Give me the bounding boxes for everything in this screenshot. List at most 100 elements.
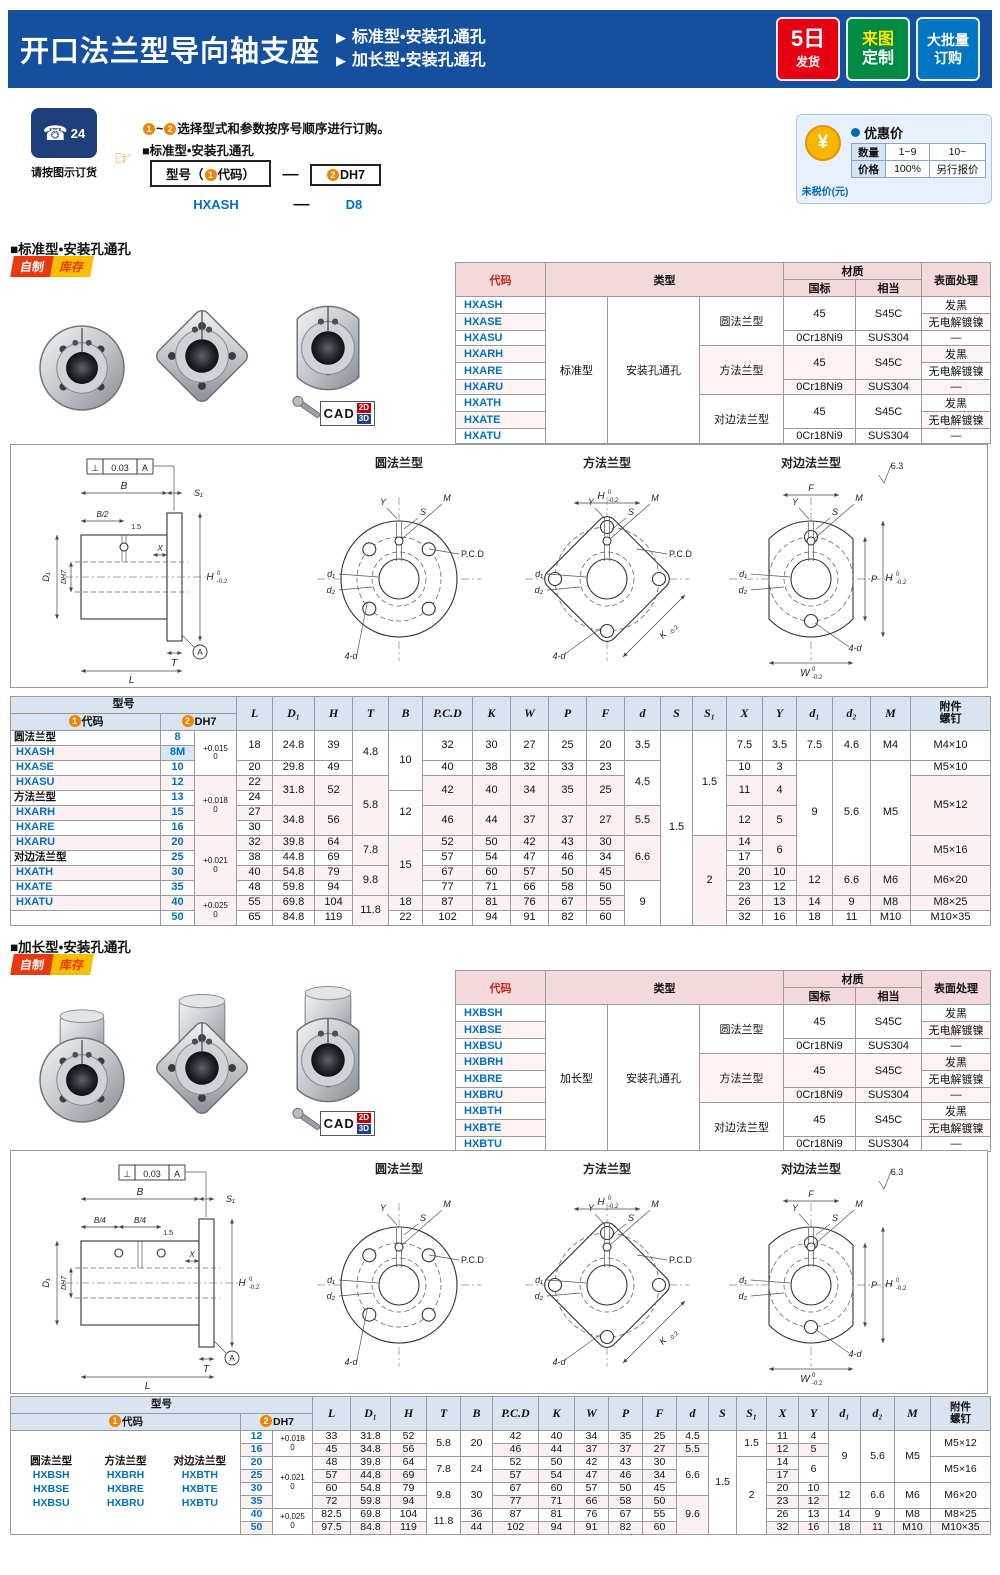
part-code[interactable]: HXBRE	[107, 1483, 144, 1495]
part-code[interactable]: HXARE	[10, 820, 161, 836]
part-code[interactable]: HXBSU	[455, 1038, 546, 1054]
column-header: 相当	[855, 279, 922, 297]
value-cell: 59.8	[272, 880, 316, 896]
column-header[interactable]: 代码	[455, 262, 546, 297]
svg-text:-0.2: -0.2	[669, 624, 681, 636]
column-header: 附件螺钉	[910, 696, 992, 731]
value-cell: 14	[766, 1456, 799, 1470]
value-cell: 69	[390, 1469, 427, 1483]
price-cell: 另行报价	[929, 160, 986, 178]
svg-text:S: S	[628, 1213, 634, 1223]
part-code[interactable]: HXBSH	[32, 1468, 70, 1481]
part-code[interactable]: HXATH	[455, 394, 546, 412]
svg-text:4-d: 4-d	[344, 1357, 358, 1367]
value-cell: 45	[783, 345, 856, 380]
value-cell: 27	[642, 1443, 677, 1457]
value-cell: 12	[798, 1495, 829, 1509]
cad-badge: CAD 2D 3D	[319, 1111, 375, 1136]
svg-text:A: A	[229, 1354, 235, 1363]
part-code[interactable]: HXBSU	[32, 1497, 70, 1510]
part-code[interactable]: HXATU	[10, 895, 161, 911]
value-cell: 37	[574, 1443, 609, 1457]
value-cell: 77	[422, 880, 474, 896]
value-cell: 67	[492, 1482, 539, 1496]
value-cell: 9	[828, 1430, 861, 1483]
column-header[interactable]: 代码	[455, 970, 546, 1005]
value-cell: 39	[314, 730, 354, 761]
value-cell: M5×12	[930, 1430, 991, 1457]
column-header: P.C.D	[492, 1396, 539, 1431]
value-cell: 17	[726, 850, 764, 866]
part-code[interactable]: HXARE	[455, 362, 546, 380]
value-cell: 45	[783, 1004, 856, 1039]
circled-number-icon: 1	[109, 1415, 121, 1428]
value-cell: 54.8	[272, 865, 316, 881]
part-code[interactable]: HXARH	[10, 805, 161, 821]
part-code[interactable]: HXASU	[10, 775, 161, 791]
value-cell: 35	[548, 775, 588, 806]
column-header: M	[870, 696, 912, 731]
value-cell: 31.8	[272, 775, 316, 806]
column-header: 型号	[9, 696, 238, 714]
part-code[interactable]: HXATE	[455, 411, 546, 429]
part-code[interactable]: HXBTH	[181, 1468, 218, 1481]
value-cell: 1.5	[736, 1430, 767, 1457]
value-cell: 30	[642, 1456, 677, 1470]
part-code[interactable]: HXARU	[10, 835, 161, 851]
value-cell: 9	[796, 760, 834, 866]
part-code[interactable]: HXBSH	[455, 1004, 546, 1022]
value-cell: 20	[236, 760, 274, 776]
part-code[interactable]: HXBRU	[106, 1497, 145, 1510]
tax-note: 未税价(元)	[801, 187, 849, 198]
part-code[interactable]: HXASH	[10, 745, 161, 761]
value-cell: 24.8	[272, 730, 316, 761]
value-cell: 20	[586, 730, 626, 761]
value-cell: 64	[390, 1456, 427, 1470]
phone-24-label: 24	[70, 125, 86, 141]
part-code[interactable]: HXBTU	[181, 1497, 218, 1510]
part-code[interactable]: HXBRH	[455, 1053, 546, 1071]
svg-text:W: W	[800, 1374, 811, 1385]
value-cell: M5×16	[910, 835, 992, 866]
svg-text:T: T	[171, 658, 178, 669]
value-cell: 45	[586, 865, 626, 881]
svg-text:方法兰型: 方法兰型	[583, 455, 631, 470]
svg-text:1.5: 1.5	[163, 1230, 173, 1237]
part-code[interactable]: HXBSE	[455, 1021, 546, 1039]
column-header: 型号	[10, 1396, 313, 1414]
part-code[interactable]: HXARH	[455, 345, 546, 363]
part-code[interactable]: HXASU	[455, 330, 546, 346]
page-header: 开口法兰型导向轴支座 ▶标准型•安装孔通孔 ▶加长型•安装孔通孔 5日 发货 来…	[8, 10, 992, 88]
value-cell: 4	[762, 775, 798, 806]
part-code[interactable]: HXBSE	[33, 1483, 70, 1495]
value-cell: 3.5	[762, 730, 798, 761]
part-code[interactable]: HXASE	[10, 760, 161, 776]
part-code[interactable]: HXBTE	[182, 1483, 218, 1495]
part-code[interactable]: HXATE	[10, 880, 161, 896]
part-code[interactable]: HXASH	[455, 296, 546, 314]
part-code[interactable]: HXBTH	[455, 1102, 546, 1120]
part-code[interactable]: HXATH	[10, 865, 161, 881]
value-cell: 12	[160, 775, 195, 791]
part-code[interactable]: HXASE	[455, 313, 546, 331]
value-cell: 55	[236, 895, 274, 911]
value-cell: M8	[870, 895, 912, 911]
part-code[interactable]: HXATU	[455, 428, 546, 444]
svg-text:d₂: d₂	[327, 1291, 336, 1301]
column-header: 材质	[783, 970, 922, 988]
part-code[interactable]: HXBRE	[455, 1070, 546, 1088]
svg-text:d₁: d₁	[739, 569, 747, 579]
value-cell: 标准型	[545, 296, 608, 444]
part-code[interactable]: HXBTE	[455, 1119, 546, 1137]
part-code[interactable]: HXBRH	[106, 1468, 145, 1481]
value-cell: 26	[766, 1508, 799, 1522]
part-code[interactable]: HXBRU	[455, 1087, 546, 1103]
value-cell: M5×16	[930, 1456, 991, 1483]
part-code[interactable]: HXARU	[455, 379, 546, 395]
value-cell: 82	[608, 1521, 643, 1535]
svg-text:Y: Y	[588, 497, 595, 507]
value-cell: 45	[783, 394, 856, 429]
